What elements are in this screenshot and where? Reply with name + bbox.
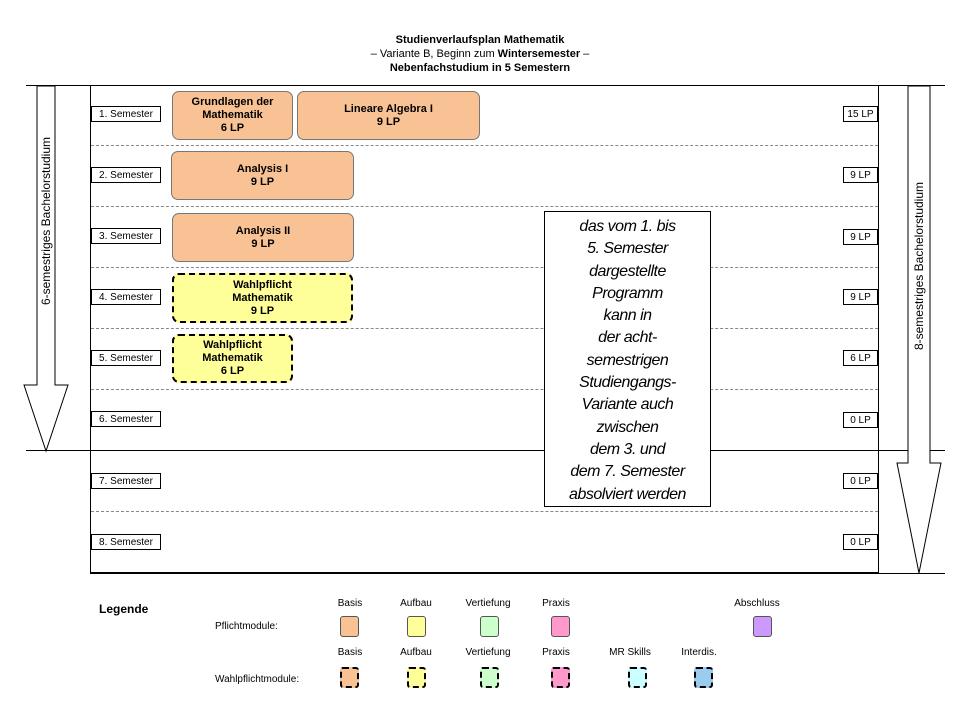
legend-wahl-vertiefung-swatch [480,667,499,688]
legend-pflicht-vertiefung-label: Vertiefung [465,598,511,609]
eight-semester-label: 8-semestriges Bachelorstudium [912,181,926,351]
six-semester-label: 6-semestriges Bachelorstudium [39,136,53,306]
title-line-3: Nebenfachstudium in 5 Semestern [389,62,571,74]
six-semester-end-line [26,450,945,451]
semester-label-6: 6. Semester [91,411,161,427]
lp-semester-1: 15 LP [843,106,878,122]
semester-divider [91,328,878,329]
module-wahlpflicht-mathematik-6lp[interactable]: Wahlpflicht Mathematik 6 LP [172,334,293,383]
bottom-line [90,573,945,574]
legend-pflicht-aufbau-swatch [407,616,426,637]
legend-wahl-praxis-label: Praxis [542,647,570,658]
lp-semester-5: 6 LP [843,350,878,366]
six-semester-arrow [23,85,69,453]
legend-wahl-basis-swatch [340,667,359,688]
lp-semester-3: 9 LP [843,229,878,245]
legend-wahl-aufbau-swatch [407,667,426,688]
legend-wahl-vertiefung-label: Vertiefung [465,647,511,658]
semester-divider [91,206,878,207]
legend-wahl-aufbau-label: Aufbau [400,647,432,658]
semester-label-8: 8. Semester [91,534,161,550]
legend-pflicht-abschluss-swatch [753,616,772,637]
semester-label-3: 3. Semester [91,228,161,244]
lp-semester-8: 0 LP [843,534,878,550]
module-analysis-1[interactable]: Analysis I 9 LP [171,151,354,200]
legend-pflicht-basis-swatch [340,616,359,637]
module-grundlagen-der-mathematik[interactable]: Grundlagen der Mathematik 6 LP [172,91,293,140]
legend-wahl-mr-skills-label: MR Skills [609,647,651,658]
semester-label-7: 7. Semester [91,473,161,489]
legend-wahl-interdis-label: Interdis. [681,647,717,658]
legend-wahl-basis-label: Basis [337,647,363,658]
semester-label-1: 1. Semester [91,106,161,122]
note-box: das vom 1. bis 5. Semester dargestellte … [544,211,711,507]
module-wahlpflicht-mathematik-9lp[interactable]: Wahlpflicht Mathematik 9 LP [172,273,353,323]
semester-divider [91,389,878,390]
semester-label-4: 4. Semester [91,289,161,305]
legend-pflicht-label: Pflichtmodule: [215,621,278,632]
semester-divider [91,145,878,146]
legend-wahl-interdis-swatch [694,667,713,688]
title-line-1: Studienverlaufsplan Mathematik [395,34,565,46]
lp-semester-2: 9 LP [843,167,878,183]
legend-wahl-label: Wahlpflichtmodule: [215,674,300,685]
semester-divider [91,267,878,268]
top-line [26,85,945,86]
module-analysis-2[interactable]: Analysis II 9 LP [172,213,354,262]
legend-title: Legende [99,602,149,616]
lp-semester-4: 9 LP [843,289,878,305]
semester-divider [91,511,878,512]
legend-pflicht-vertiefung-swatch [480,616,499,637]
lp-semester-7: 0 LP [843,473,878,489]
legend-pflicht-abschluss-label: Abschluss [734,598,780,609]
semester-label-5: 5. Semester [91,350,161,366]
semester-label-2: 2. Semester [91,167,161,183]
legend-pflicht-basis-label: Basis [337,598,363,609]
legend-pflicht-aufbau-label: Aufbau [400,598,432,609]
eight-semester-arrow [896,85,942,574]
module-lineare-algebra-1[interactable]: Lineare Algebra I 9 LP [297,91,480,140]
legend-pflicht-praxis-swatch [551,616,570,637]
legend-wahl-praxis-swatch [551,667,570,688]
diagram-title: Studienverlaufsplan Mathematik – Variant… [0,33,960,75]
title-line-2: – Variante B, Beginn zum Wintersemester … [370,48,590,60]
legend-pflicht-praxis-label: Praxis [542,598,570,609]
legend-wahl-mr-skills-swatch [628,667,647,688]
lp-semester-6: 0 LP [843,412,878,428]
